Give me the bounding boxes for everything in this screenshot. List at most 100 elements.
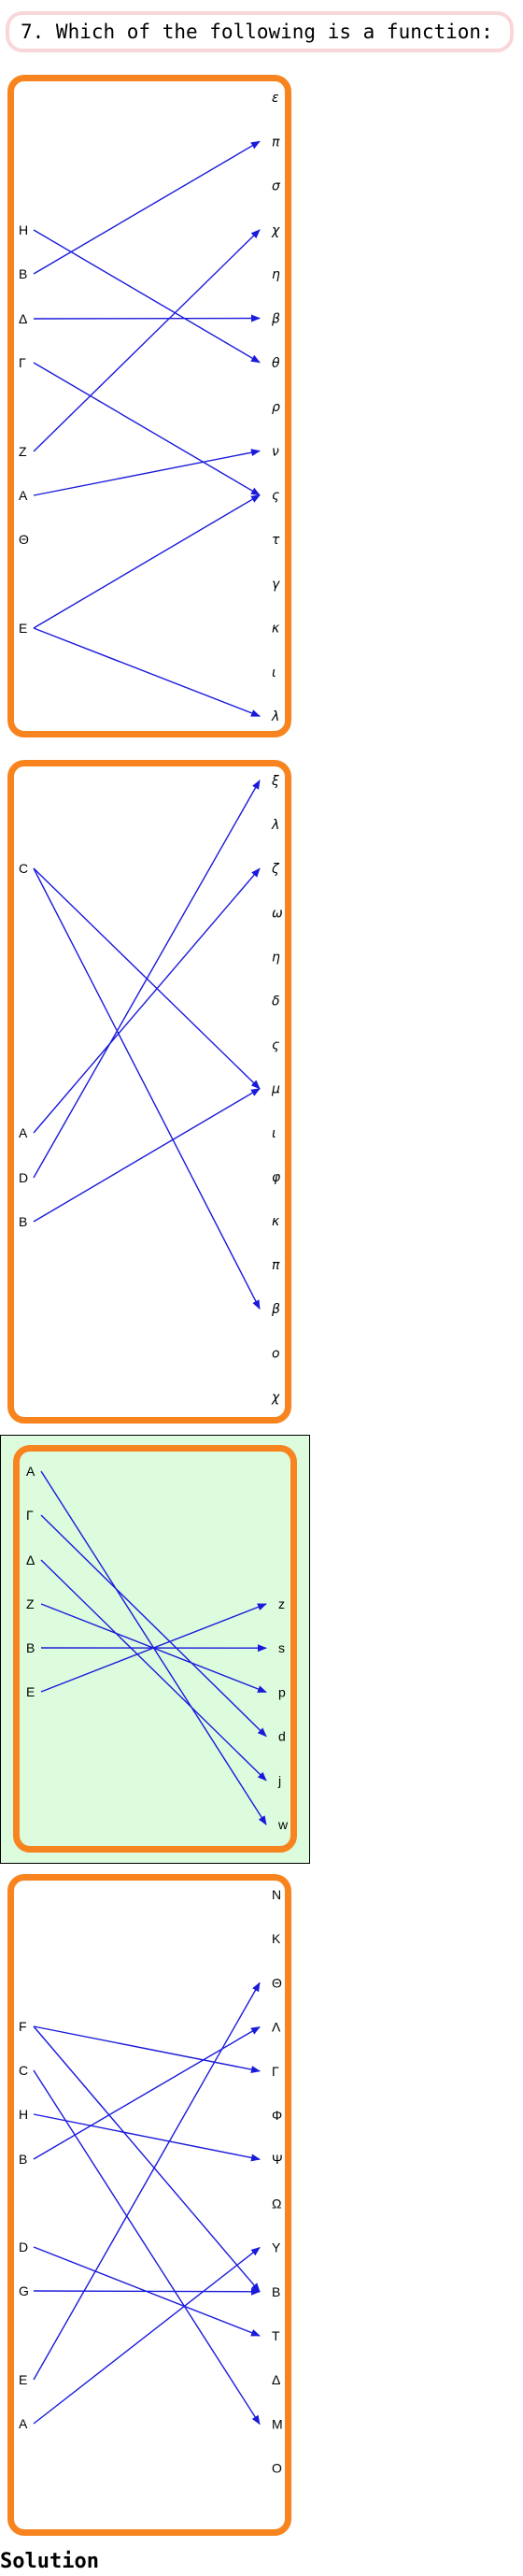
codomain-label: ω (272, 906, 283, 921)
mapping-arrow (33, 140, 261, 275)
question-box: 7. Which of the following is a function: (6, 11, 514, 52)
codomain-label: Ψ (272, 2152, 283, 2167)
domain-label: B (19, 2152, 27, 2167)
codomain-label: ο (272, 1346, 280, 1361)
domain-label: A (19, 1125, 28, 1140)
domain-label: G (19, 2283, 29, 2298)
option-2-frame[interactable] (7, 760, 291, 1424)
mapping-arrow (33, 2246, 261, 2425)
codomain-label: Γ (272, 2064, 279, 2079)
codomain-label: p (278, 1684, 286, 1699)
codomain-label: Δ (272, 2372, 280, 2387)
domain-label: A (19, 488, 28, 503)
codomain-label: j (277, 1773, 281, 1788)
codomain-label: w (277, 1817, 289, 1832)
codomain-label: π (272, 1258, 280, 1273)
codomain-label: Y (272, 2240, 281, 2255)
mapping-arrow (33, 362, 261, 496)
mapping-arrow (33, 1982, 261, 2381)
codomain-label: κ (272, 1214, 280, 1229)
domain-label: Z (19, 444, 27, 459)
codomain-label: ς (272, 1038, 279, 1053)
mapping-arrow (33, 2287, 261, 2296)
mapping-arrow (33, 780, 261, 1179)
domain-label: Γ (19, 355, 26, 370)
domain-label: B (19, 266, 27, 281)
codomain-label: Θ (272, 1975, 282, 1990)
codomain-label: ε (272, 91, 279, 106)
mapping-arrow (33, 627, 261, 717)
domain-label: E (19, 2372, 27, 2387)
domain-label: D (19, 1170, 28, 1185)
codomain-label: d (278, 1729, 286, 1744)
codomain-label: φ (272, 1170, 281, 1185)
mapping-arrow (33, 2069, 261, 2426)
codomain-label: ι (272, 1126, 276, 1141)
codomain-label: μ (271, 1082, 280, 1097)
codomain-label: ξ (271, 774, 279, 789)
domain-label: B (26, 1640, 35, 1655)
codomain-label: β (271, 1302, 280, 1317)
codomain-label: θ (272, 356, 280, 371)
codomain-label: N (272, 1887, 281, 1902)
codomain-label: ς (272, 489, 279, 504)
option-4-frame[interactable] (7, 1874, 291, 2536)
codomain-label: M (272, 2416, 283, 2431)
domain-label: H (19, 222, 28, 237)
codomain-label: β (271, 312, 280, 327)
domain-label: C (19, 2063, 28, 2078)
codomain-label: χ (271, 223, 280, 238)
mapping-arrow (33, 449, 261, 496)
codomain-label: T (272, 2328, 280, 2343)
codomain-label: δ (272, 995, 280, 1009)
mapping-arrow (33, 2025, 261, 2160)
question-text: 7. Which of the following is a function: (21, 21, 493, 43)
domain-label: B (19, 1214, 27, 1229)
codomain-label: λ (271, 818, 279, 833)
domain-label: Δ (26, 1553, 35, 1567)
codomain-label: χ (271, 1390, 280, 1405)
codomain-label: γ (272, 577, 280, 592)
domain-label: C (19, 861, 28, 876)
mapping-arrow (33, 314, 261, 322)
codomain-label: ζ (271, 862, 280, 877)
codomain-label: O (272, 2461, 282, 2476)
codomain-label: Φ (272, 2108, 282, 2123)
domain-label: A (26, 1464, 35, 1479)
domain-label: Θ (19, 532, 29, 547)
codomain-label: κ (272, 622, 280, 637)
codomain-label: ρ (272, 400, 280, 415)
codomain-label: ν (272, 444, 279, 459)
codomain-label: π (272, 135, 280, 150)
mapping-arrow (33, 229, 261, 364)
mapping-arrow (33, 2025, 261, 2073)
mapping-arrow (33, 1088, 261, 1223)
mapping-arrow (33, 2113, 261, 2162)
mapping-arrow (33, 867, 261, 1310)
domain-label: Z (26, 1596, 35, 1611)
domain-label: Γ (26, 1508, 34, 1523)
codomain-label: τ (272, 533, 280, 548)
codomain-label: z (278, 1596, 285, 1611)
mapping-arrow (40, 1559, 267, 1782)
codomain-label: σ (272, 179, 281, 194)
solution-heading: Solution (0, 2550, 99, 2573)
domain-label: D (19, 2240, 28, 2254)
option-1-frame[interactable] (7, 75, 291, 737)
mapping-arrow (40, 1514, 267, 1738)
domain-label: E (19, 621, 27, 636)
mapping-arrow (33, 494, 261, 629)
mapping-arrow (33, 867, 261, 1134)
codomain-label: B (272, 2284, 280, 2299)
codomain-label: Λ (272, 2020, 281, 2035)
domain-label: H (19, 2107, 28, 2122)
mapping-arrow (33, 229, 261, 452)
domain-label: F (19, 2019, 27, 2034)
codomain-label: s (278, 1640, 285, 1655)
codomain-label: η (272, 267, 280, 282)
